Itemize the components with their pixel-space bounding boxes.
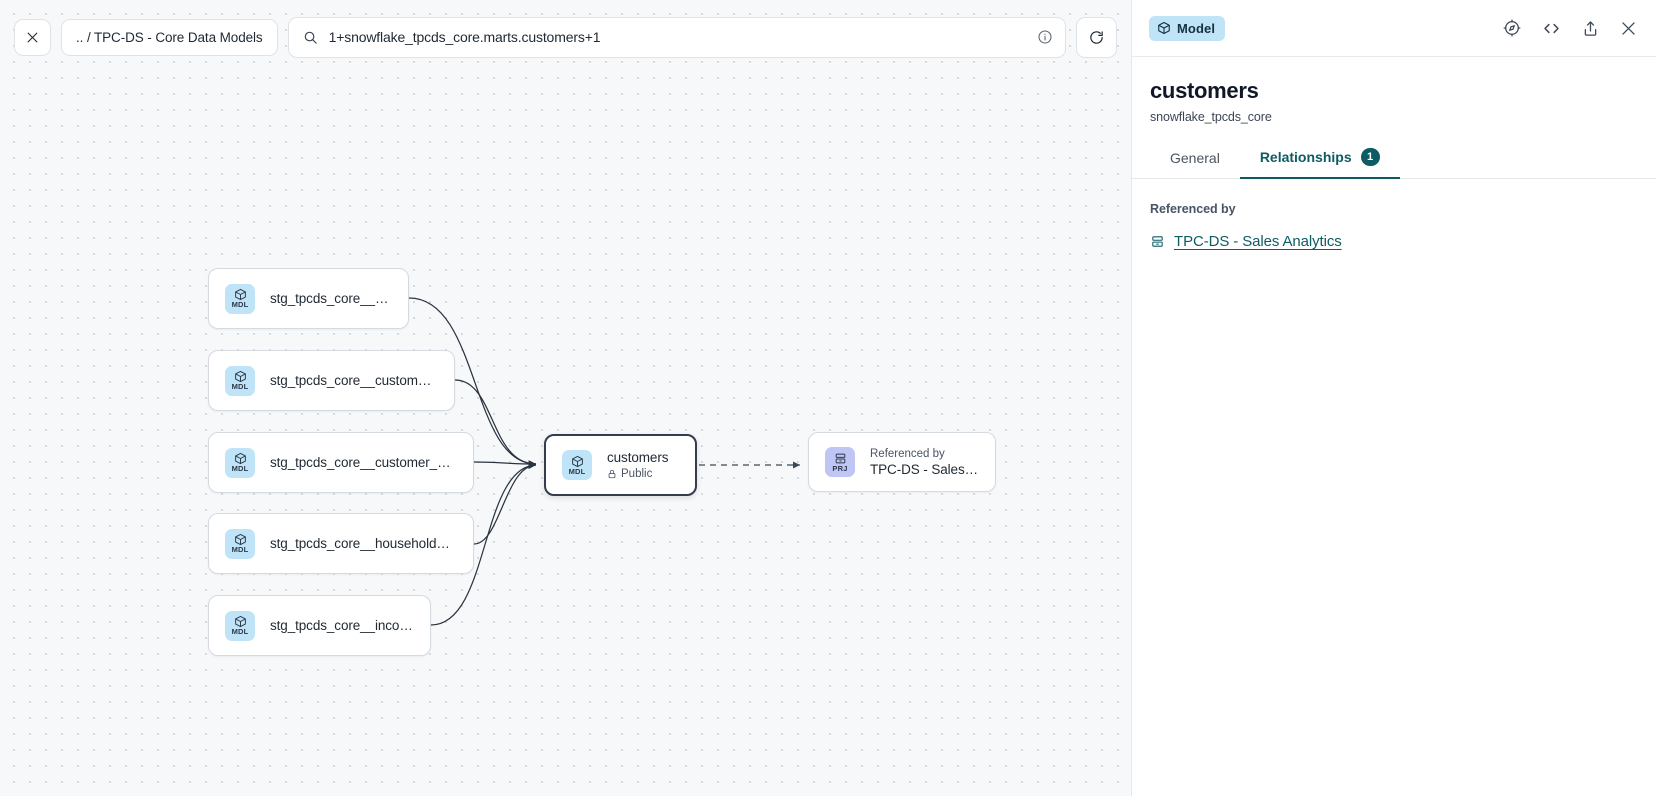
badge-code: MDL: [231, 545, 249, 554]
tab-general[interactable]: General: [1150, 150, 1240, 179]
breadcrumb[interactable]: .. / TPC-DS - Core Data Models: [61, 18, 278, 56]
node-text: stg_tpcds_core__customer: [270, 291, 392, 306]
node-title: stg_tpcds_core__customer_demogra…: [270, 455, 457, 470]
cube-icon: MDL: [225, 283, 255, 314]
refresh-icon: [1090, 30, 1103, 44]
lineage-search-box[interactable]: [287, 16, 1066, 58]
node-visibility: Public: [607, 468, 668, 480]
panel-heading: customers snowflake_tpcds_core: [1132, 57, 1656, 124]
breadcrumb-label: .. / TPC-DS - Core Data Models: [76, 29, 263, 45]
lineage-node-project-sales-analytics[interactable]: PRJ Referenced by TPC-DS - Sales Analyti…: [808, 432, 996, 492]
panel-body: Referenced by TPC-DS - Sales Analytics: [1132, 179, 1656, 796]
badge-code: MDL: [231, 464, 249, 473]
drawer-icon: [1152, 236, 1163, 247]
badge-code: PRJ: [832, 463, 848, 473]
section-label-referenced-by: Referenced by: [1150, 202, 1236, 216]
node-visibility-label: Public: [621, 468, 653, 480]
lineage-node-stg-household-demographics[interactable]: MDL stg_tpcds_core__household_demogr…: [208, 513, 474, 574]
lineage-canvas[interactable]: MDL stg_tpcds_core__customer MDL stg_tpc…: [0, 0, 1131, 796]
entity-type-badge: Model: [1149, 15, 1226, 41]
tab-label: General: [1170, 150, 1220, 166]
close-icon: [27, 32, 38, 42]
code-icon[interactable]: [1541, 18, 1562, 39]
lock-icon: [608, 469, 616, 479]
badge-code: MDL: [231, 627, 249, 636]
panel-tabs: General Relationships 1: [1132, 147, 1656, 179]
explore-icon[interactable]: [1502, 18, 1522, 38]
node-title: TPC-DS - Sales Analytics: [870, 461, 979, 477]
cube-icon: MDL: [225, 447, 255, 478]
search-input[interactable]: [328, 29, 1026, 45]
reference-link[interactable]: TPC-DS - Sales Analytics: [1174, 233, 1342, 250]
node-title: stg_tpcds_core__income_band: [270, 618, 414, 633]
node-text: customers Public: [607, 450, 668, 480]
panel-header: Model: [1132, 0, 1656, 57]
badge-code: MDL: [231, 300, 249, 309]
cube-icon: [1158, 21, 1170, 35]
tab-label: Relationships: [1259, 149, 1352, 165]
cube-icon: MDL: [225, 528, 255, 559]
node-title: stg_tpcds_core__customer: [270, 291, 392, 306]
lineage-node-stg-income-band[interactable]: MDL stg_tpcds_core__income_band: [208, 595, 431, 656]
info-icon: [1038, 30, 1052, 44]
node-text: stg_tpcds_core__household_demogr…: [270, 536, 457, 551]
share-icon[interactable]: [1581, 19, 1600, 38]
refresh-button[interactable]: [1076, 16, 1117, 58]
cube-icon: MDL: [562, 450, 592, 480]
panel-actions: [1502, 18, 1638, 39]
node-title: stg_tpcds_core__customer_address: [270, 373, 438, 388]
node-text: stg_tpcds_core__customer_demogra…: [270, 455, 457, 470]
search-icon: [304, 31, 317, 44]
node-text: Referenced by TPC-DS - Sales Analytics: [870, 448, 979, 477]
lineage-node-stg-customer-address[interactable]: MDL stg_tpcds_core__customer_address: [208, 350, 455, 411]
badge-code: MDL: [231, 382, 249, 391]
details-panel: Model: [1131, 0, 1656, 796]
entity-type-label: Model: [1177, 20, 1216, 36]
badge-code: MDL: [568, 466, 586, 476]
drawer-icon: PRJ: [825, 447, 855, 477]
lineage-node-stg-customer-demographics[interactable]: MDL stg_tpcds_core__customer_demogra…: [208, 432, 474, 493]
node-eyebrow: Referenced by: [870, 447, 945, 460]
tab-relationships[interactable]: Relationships 1: [1239, 148, 1400, 179]
page-title: customers: [1150, 78, 1259, 103]
cube-icon: MDL: [225, 610, 255, 641]
tab-count-badge: 1: [1360, 148, 1380, 166]
lineage-toolbar: .. / TPC-DS - Core Data Models: [0, 0, 1131, 74]
lineage-edges: [408, 297, 800, 626]
close-lineage-button[interactable]: [14, 18, 51, 56]
entity-subtitle: snowflake_tpcds_core: [1150, 110, 1272, 124]
lineage-node-stg-customer[interactable]: MDL stg_tpcds_core__customer: [208, 268, 409, 329]
cube-icon: MDL: [225, 365, 255, 396]
node-text: stg_tpcds_core__customer_address: [270, 373, 438, 388]
lineage-node-customers-selected[interactable]: MDL customers Public: [544, 434, 697, 496]
close-icon[interactable]: [1619, 19, 1638, 38]
node-title: stg_tpcds_core__household_demogr…: [270, 536, 457, 551]
node-title: customers: [607, 450, 669, 465]
node-text: stg_tpcds_core__income_band: [270, 618, 414, 633]
list-item[interactable]: TPC-DS - Sales Analytics: [1150, 233, 1638, 250]
